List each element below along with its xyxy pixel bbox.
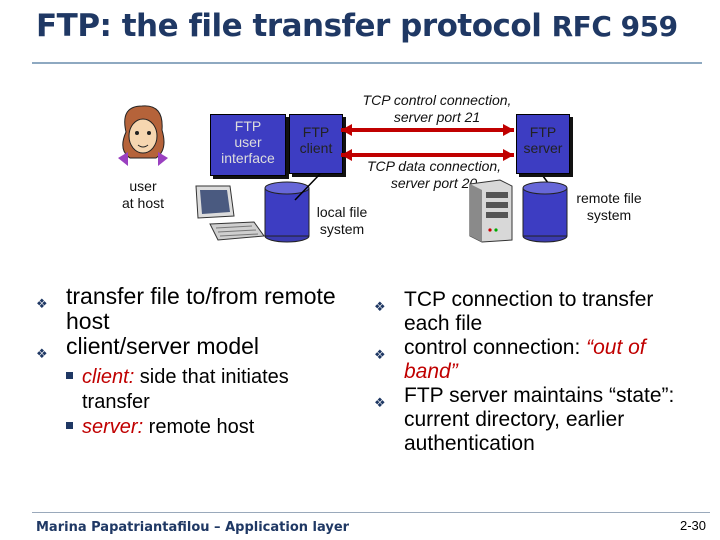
square-bullet-icon xyxy=(66,422,73,429)
ftp-client-box xyxy=(289,114,343,174)
title-main: FTP: the file transfer protocol xyxy=(36,8,542,44)
diamond-bullet-icon: ❖ xyxy=(374,395,386,410)
diamond-bullet-icon: ❖ xyxy=(36,296,48,311)
connection-arrows xyxy=(294,124,558,201)
slide-title: FTP: the file transfer protocol RFC 959 xyxy=(36,8,678,44)
right-bullet-list: ❖ TCP connection to transfer each file ❖… xyxy=(374,288,684,456)
bullet-text: FTP server maintains “state”: current di… xyxy=(404,384,675,455)
bullet-item: ❖ control connection: “out of band” xyxy=(374,336,684,384)
slide-number: 2-30 xyxy=(679,518,706,533)
left-bullet-list: ❖ transfer file to/from remote host ❖ cl… xyxy=(36,284,336,440)
ftp-client-label: FTP client xyxy=(299,124,333,156)
bullet-text: control connection: xyxy=(404,336,587,359)
control-connection-label: TCP control connection, server port 21 xyxy=(362,92,512,125)
bullet-text: TCP connection to transfer each file xyxy=(404,288,654,335)
diamond-bullet-icon: ❖ xyxy=(374,299,386,314)
user-label: user at host xyxy=(121,178,165,211)
sub-bullet-term: server: xyxy=(82,416,144,438)
bullet-item: ❖ FTP server maintains “state”: current … xyxy=(374,384,684,456)
local-file-system-icon xyxy=(264,181,310,243)
user-face-icon xyxy=(118,105,168,166)
bullet-emphasis: “out of band” xyxy=(404,336,646,383)
sub-bullet-item: client: side that initiates transfer xyxy=(36,365,336,415)
bullet-text: transfer file to/from remote host xyxy=(66,283,336,334)
title-rfc: RFC 959 xyxy=(551,10,678,43)
bullet-text: client/server model xyxy=(66,333,260,359)
bullet-item: ❖ transfer file to/from remote host xyxy=(36,284,336,334)
local-file-system-label: local file system xyxy=(316,204,368,237)
computer-icon xyxy=(195,185,265,241)
diamond-bullet-icon: ❖ xyxy=(374,347,386,362)
footer-author: Marina Papatriantafilou – Application la… xyxy=(36,520,350,535)
sub-bullet-text: side that initiates transfer xyxy=(82,366,289,413)
ftp-user-interface-label: FTP user interface xyxy=(221,118,275,166)
ftp-user-interface-box xyxy=(210,114,286,176)
bullet-item: ❖ client/server model xyxy=(36,333,336,362)
sub-bullet-text: remote host xyxy=(143,416,255,438)
footer-divider xyxy=(32,512,710,513)
remote-file-system-icon xyxy=(522,181,568,243)
ftp-server-label: FTP server xyxy=(523,124,563,156)
sub-bullet-item: server: remote host xyxy=(36,415,336,440)
title-divider xyxy=(32,62,702,64)
diamond-bullet-icon: ❖ xyxy=(36,346,48,361)
client-to-local-line xyxy=(294,173,321,201)
sub-bullet-term: client: xyxy=(82,366,135,388)
bullet-item: ❖ TCP connection to transfer each file xyxy=(374,288,684,336)
remote-file-system-label: remote file system xyxy=(576,190,642,223)
server-tower-icon xyxy=(469,179,513,243)
ftp-server-box xyxy=(516,114,570,174)
square-bullet-icon xyxy=(66,372,73,379)
